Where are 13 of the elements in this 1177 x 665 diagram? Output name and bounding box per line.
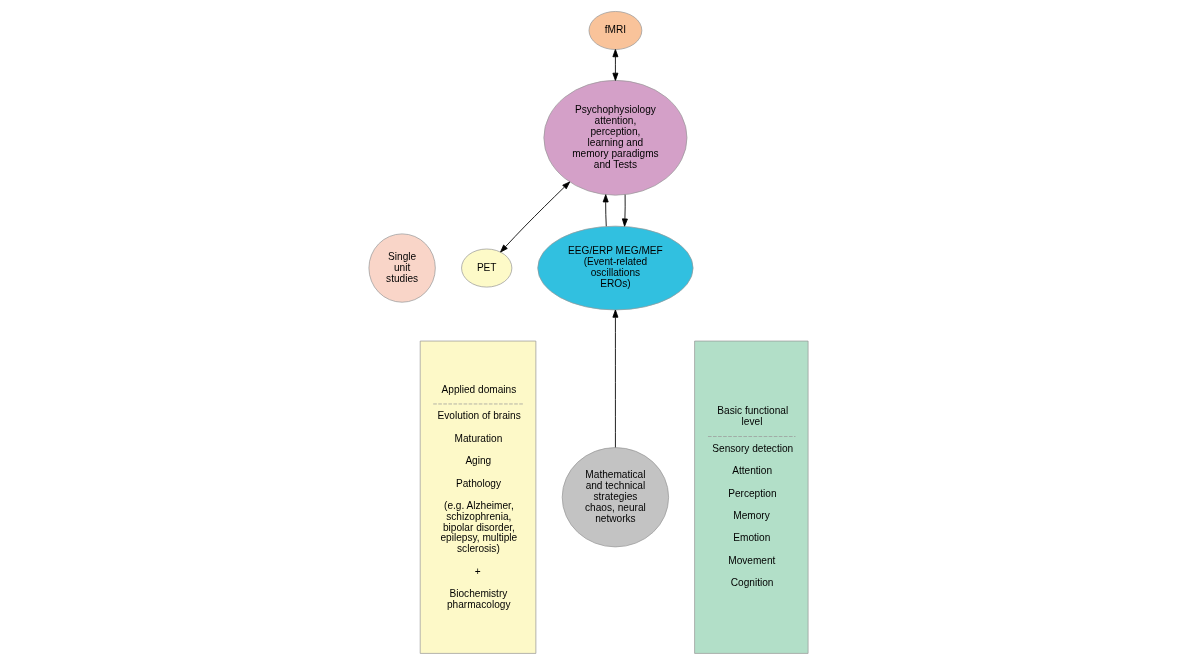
- node-ellipse: Psychophysiology attention, perception, learning and memory paradigms and Tests: [543, 80, 688, 196]
- arrow: [621, 194, 628, 227]
- node-ellipse: PET: [461, 248, 513, 288]
- node-box: Basic functional level Sensory detection Attention Perception Memory Emotion Movement Cognition: [694, 340, 809, 654]
- node-ellipse: EEG/ERP MEG/MEF (Event-related oscillations EROs): [537, 225, 694, 311]
- node-box: Applied domains Evolution of brains Maturation Aging Pathology (e.g. Alzheimer, schizophrenia, bipolar disorder, epilepsy, multiple sclerosis) + Biochemistry pharmacology: [419, 340, 537, 654]
- arrow: [602, 194, 609, 227]
- node-ellipse: fMRI: [588, 11, 643, 50]
- node-circle: Mathematical and technical strategies chaos, neural networks: [561, 447, 669, 548]
- arrow: [500, 181, 571, 253]
- arrow: [612, 309, 619, 448]
- node-circle: Single unit studies: [368, 233, 436, 303]
- arrow: [612, 49, 619, 81]
